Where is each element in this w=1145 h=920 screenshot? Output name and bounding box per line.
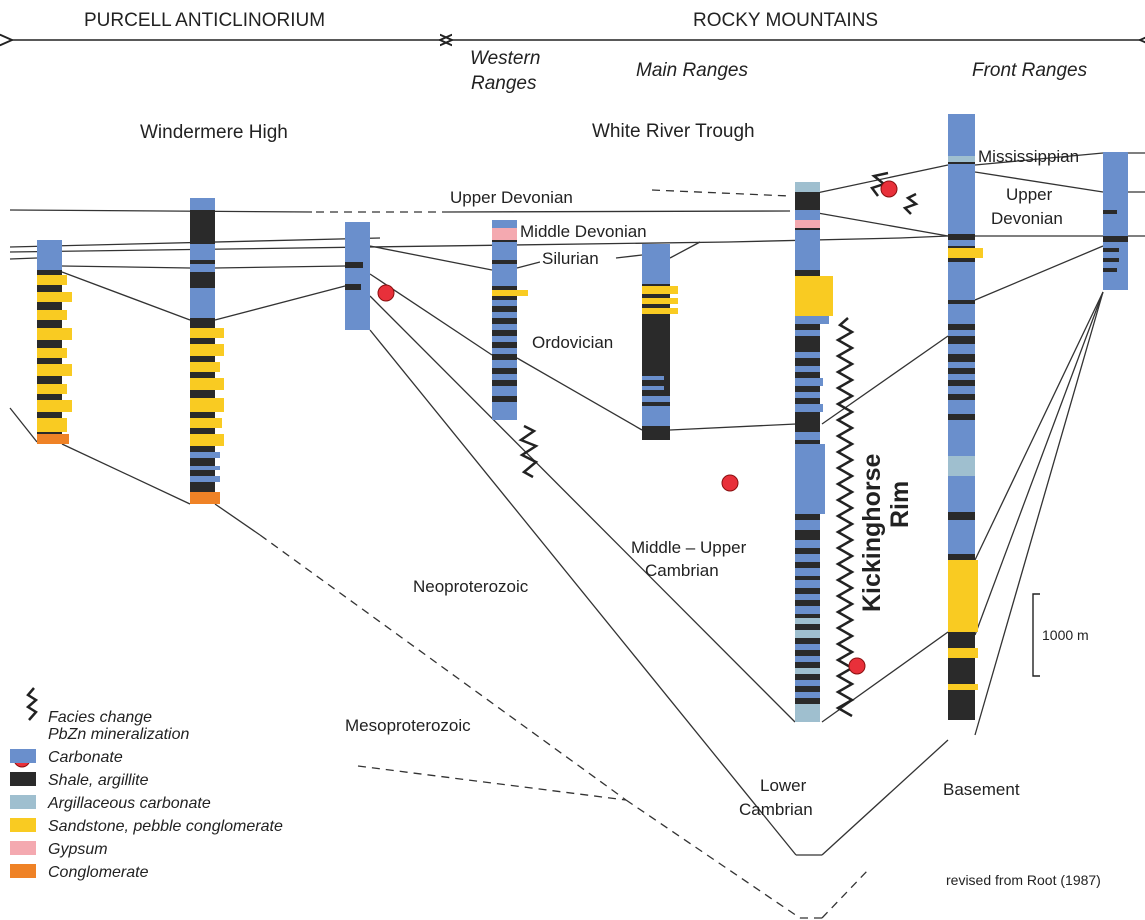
facies-change-icon	[25, 687, 39, 721]
front-ranges-label: Front Ranges	[972, 60, 1088, 81]
mississippian-label: Mississippian	[978, 147, 1079, 166]
legend-shale-label: Shale, argillite	[48, 772, 149, 789]
pbzn-mineralization-marker	[848, 657, 866, 675]
legend-swatch-sandstone	[10, 818, 36, 832]
legend-swatch-gypsum	[10, 841, 36, 855]
legend-swatch-conglomerate	[10, 864, 36, 878]
ordovician-label: Ordovician	[532, 333, 613, 352]
legend-carbonate-label: Carbonate	[48, 749, 123, 766]
windermere-high-label: Windermere High	[140, 122, 288, 143]
pbzn-mineralization-marker	[880, 180, 898, 198]
column-2	[190, 198, 224, 504]
upper-devonian-right-label-1: Upper	[1006, 185, 1053, 204]
kickinghorse-rim-label-1: Kickinghorse	[858, 454, 886, 612]
western-ranges-label-2: Ranges	[471, 73, 537, 94]
legend-sandstone-label: Sandstone, pebble conglomerate	[48, 818, 283, 835]
mesoproterozoic-label: Mesoproterozoic	[345, 716, 471, 735]
column-7	[948, 114, 983, 720]
legend-swatch-shale	[10, 772, 36, 786]
column-3	[345, 222, 370, 330]
rocky-mountains-label: ROCKY MOUNTAINS	[693, 10, 878, 31]
column-5	[642, 244, 678, 440]
upper-devonian-right-label-2: Devonian	[991, 209, 1063, 228]
lower-cambrian-label-1: Lower	[760, 776, 807, 795]
kickinghorse-rim-label-2: Rim	[886, 481, 914, 528]
legend-argillaceous-carbonate-label: Argillaceous carbonate	[47, 795, 211, 812]
legend-gypsum-label: Gypsum	[48, 841, 108, 858]
middle-upper-cambrian-label-1: Middle – Upper	[631, 538, 747, 557]
pbzn-mineralization-marker	[721, 474, 739, 492]
western-ranges-label-1: Western	[470, 48, 540, 69]
middle-devonian-label: Middle Devonian	[520, 222, 647, 241]
middle-upper-cambrian-label-2: Cambrian	[645, 561, 719, 580]
legend: Facies change PbZn mineralization Carbon…	[10, 687, 283, 881]
column-8	[1103, 152, 1128, 290]
lower-cambrian-label-2: Cambrian	[739, 800, 813, 819]
legend-swatch-carbonate	[10, 749, 36, 763]
pbzn-mineralization-marker	[377, 284, 395, 302]
purcell-anticlinorium-label: PURCELL ANTICLINORIUM	[84, 10, 325, 31]
legend-conglomerate-label: Conglomerate	[48, 864, 149, 881]
legend-pbzn-label: PbZn mineralization	[48, 726, 190, 743]
column-6	[795, 182, 833, 722]
neoproterozoic-label: Neoproterozoic	[413, 577, 529, 596]
facies-change-symbol	[518, 424, 539, 479]
credit-text: revised from Root (1987)	[946, 872, 1101, 888]
silurian-label: Silurian	[542, 249, 599, 268]
scale-bar-label: 1000 m	[1042, 627, 1089, 643]
upper-devonian-label: Upper Devonian	[450, 188, 573, 207]
white-river-trough-label: White River Trough	[592, 121, 755, 142]
legend-swatch-argillaceous-carbonate	[10, 795, 36, 809]
scale-bar	[1032, 593, 1040, 677]
column-4	[492, 220, 528, 420]
legend-facies-change-label: Facies change	[48, 709, 152, 726]
column-1	[37, 240, 72, 444]
main-ranges-label: Main Ranges	[636, 60, 748, 81]
basement-label: Basement	[943, 780, 1020, 799]
kickinghorse-rim-facies-line	[835, 317, 855, 718]
facies-change-symbol	[902, 192, 919, 215]
